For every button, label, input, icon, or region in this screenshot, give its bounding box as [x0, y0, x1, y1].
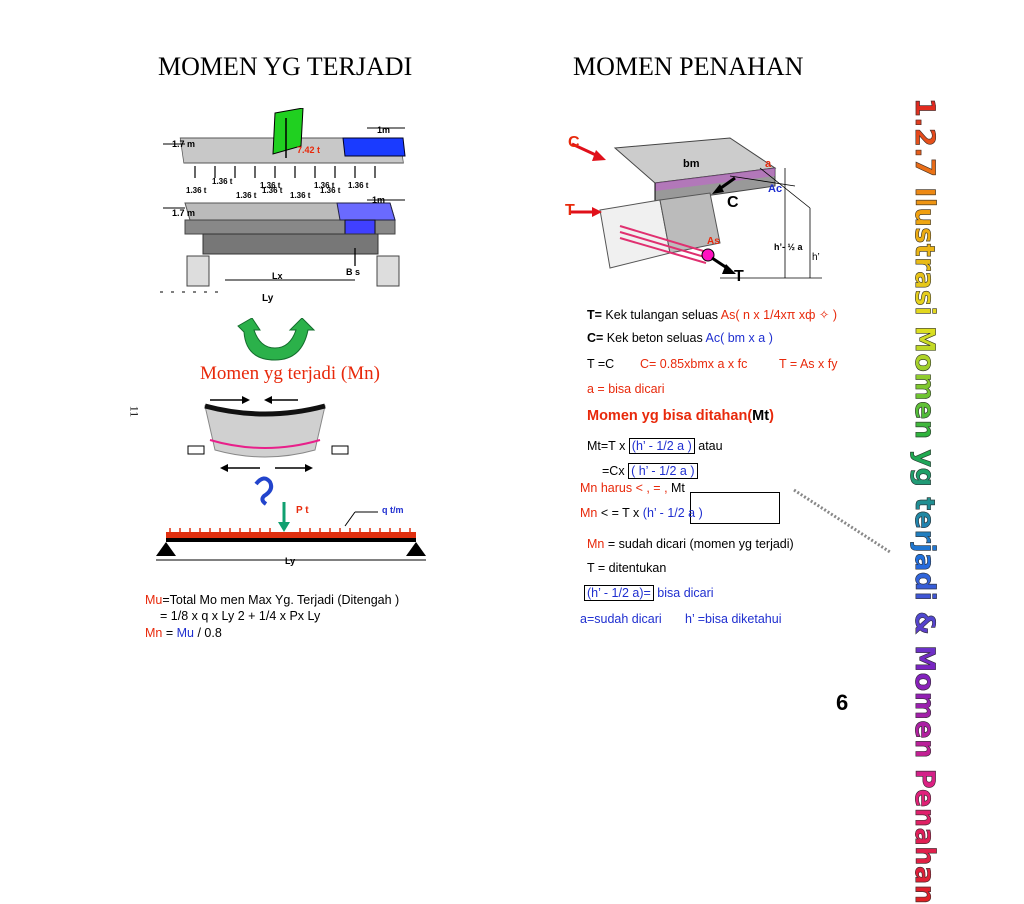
side-number: 11 — [127, 405, 142, 418]
mt-line-2: =Cx ( h’ - 1/2 a ) — [602, 463, 698, 479]
load-label-1: 1.36 t — [212, 177, 233, 186]
label-1m-bottom: 1m — [372, 195, 386, 205]
t-beam-diagram — [570, 137, 822, 279]
load-label-4: 1.36 t — [348, 181, 369, 190]
label-lx: Lx — [272, 271, 283, 281]
a-line: a = bisa dicari — [587, 382, 665, 396]
label-h: h’ — [812, 252, 820, 263]
label-h-half-a: h’- ½ a — [774, 242, 803, 252]
t-formula: T = As x fy — [779, 357, 838, 371]
cycle-arrows-icon — [237, 318, 316, 361]
label-as: As — [707, 236, 720, 247]
label-ly-bottom: Ly — [285, 556, 296, 566]
load-label-9: 1.36 t — [262, 186, 283, 195]
label-c2: C — [727, 194, 739, 211]
label-ly-top: Ly — [262, 293, 274, 304]
label-t1: T — [565, 202, 575, 219]
blue-slab-section — [342, 137, 406, 157]
load-label-6: 1.36 t — [236, 191, 257, 200]
label-1.7m-top: 1.7 m — [172, 139, 196, 149]
comparison-box — [690, 492, 780, 524]
load-label-7: 1.36 t — [290, 191, 311, 200]
load-label-3: 1.36 t — [314, 181, 335, 190]
mt-line-2-box: ( h’ - 1/2 a ) — [628, 463, 698, 479]
mn-inequality: Mn < = T x (h’ - 1/2 a ) — [580, 506, 703, 520]
label-1m-top: 1m — [377, 125, 391, 135]
c-definition: C= Kek beton seluas Ac( bm x a ) — [587, 331, 773, 345]
mu-line-2: = 1/8 x q x Ly 2 + 1/4 x Px Ly — [160, 609, 321, 623]
squiggle-icon — [254, 476, 274, 506]
label-q: q t/m — [382, 505, 404, 515]
slide-number: 6 — [836, 690, 849, 715]
mu-line-1: Mu=Total Mo men Max Yg. Terjadi (Ditenga… — [145, 593, 399, 607]
slab-load-diagram — [160, 108, 406, 293]
title-right: MOMEN PENAHAN — [573, 52, 804, 81]
mt-heading: Momen yg bisa ditahan(Mt) — [587, 408, 774, 424]
label-t2: T — [734, 268, 744, 285]
mn-dicari: Mn = sudah dicari (momen yg terjadi) — [587, 537, 794, 551]
title-left: MOMEN YG TERJADI — [158, 52, 413, 81]
tc-equation: T =C — [587, 357, 615, 371]
h-bisa-dicari: (h’ - 1/2 a)= bisa dicari — [584, 585, 714, 601]
t-ditentukan: T = ditentukan — [587, 561, 667, 575]
label-pt: P t — [296, 505, 309, 516]
mu-desc: =Total Mo men Max Yg. Terjadi (Ditengah … — [162, 593, 400, 607]
a-sudah-dicari: a=sudah dicari — [580, 612, 662, 626]
simple-beam-diagram — [156, 502, 426, 561]
label-load: 7.42 t — [297, 145, 321, 155]
mt-line-1-box: (h’ - 1/2 a ) — [628, 438, 695, 454]
bending-beam-diagram — [187, 396, 349, 472]
mn-line: Mn = Mu / 0.8 — [145, 626, 222, 640]
load-label-2: 1.36 t — [260, 181, 281, 190]
mu-symbol: Mu — [145, 593, 163, 607]
t-definition: T= Kek tulangan seluas As( n x 1/4xπ xф … — [587, 308, 837, 322]
label-a: a — [765, 158, 772, 170]
label-bs: B s — [346, 267, 361, 277]
label-1.7m-bottom: 1.7 m — [172, 208, 196, 218]
moment-label: Momen yg terjadi (Mn) — [200, 363, 380, 384]
label-ac: Ac — [768, 183, 783, 195]
vertical-title: 1.2.7 Ilustrasi Momen yg terjadi & Momen… — [909, 98, 941, 904]
mn-harus-line: Mn harus < , = , Mt — [580, 481, 685, 495]
label-c1: C — [568, 134, 580, 151]
decorative-shadow — [793, 488, 891, 554]
green-load-plate — [272, 108, 304, 155]
load-label-8: 1.36 t — [320, 186, 341, 195]
h-diketahui: h’ =bisa diketahui — [685, 612, 782, 626]
c-formula: C= 0.85xbmx a x fc — [640, 357, 748, 371]
label-bm: bm — [683, 158, 700, 170]
load-label-5: 1.36 t — [186, 186, 207, 195]
mt-line-1: Mt=T x (h’ - 1/2 a ) atau — [587, 438, 723, 454]
